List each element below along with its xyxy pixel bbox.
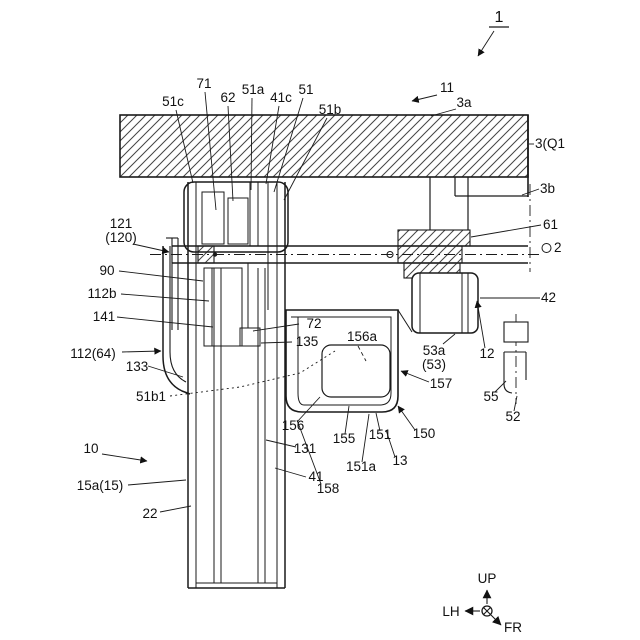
ref-label-51c: 51c	[162, 94, 184, 109]
ref-label-158: 158	[317, 481, 340, 496]
ceiling-beam	[119, 114, 529, 230]
orientation-compass: UP LH FR	[442, 571, 522, 635]
ref-label-121: 121	[110, 216, 133, 231]
ref-label-42: 42	[541, 290, 556, 305]
ref-label-141: 141	[93, 309, 116, 324]
centerlines	[150, 184, 542, 404]
leader-12	[474, 300, 486, 349]
beam-hatched-section	[119, 114, 529, 178]
ref-label-133: 133	[126, 359, 149, 374]
leader-1	[477, 30, 495, 57]
reference-labels: 1 51c 71 62 51a 41c 51 51b 11 3a 3(Q1 3b…	[70, 9, 565, 521]
compass-up-label: UP	[478, 571, 497, 586]
ref-label-72: 72	[306, 316, 321, 331]
support-rod	[171, 229, 528, 279]
ref-label-112b: 112b	[87, 286, 116, 301]
vertical-post	[187, 182, 286, 589]
ref-label-3b: 3b	[540, 181, 555, 196]
ref-label-10: 10	[83, 441, 98, 456]
ref-label-3-q1: 3(Q1	[535, 136, 565, 151]
ref-label-62: 62	[220, 90, 235, 105]
leader-10	[101, 453, 148, 464]
leader-156a-dashed	[357, 345, 367, 362]
hatched-block-61	[397, 229, 471, 247]
ref-label-11: 11	[440, 80, 454, 95]
ref-label-13: 13	[392, 453, 407, 468]
ref-label-51b: 51b	[319, 102, 342, 117]
inner-cavity-156a	[321, 344, 391, 398]
ref-label-156a: 156a	[347, 329, 378, 344]
ref-label-155: 155	[333, 431, 356, 446]
ref-label-1: 1	[495, 9, 504, 26]
ref-label-2: 2	[554, 240, 562, 255]
right-bracket	[503, 321, 529, 394]
ref-label-120: (120)	[105, 230, 137, 245]
inner-mechanism	[203, 263, 261, 347]
housing-box	[285, 309, 413, 413]
ref-label-151a: 151a	[346, 459, 377, 474]
leader-121	[132, 243, 170, 255]
ref-label-157: 157	[430, 376, 453, 391]
ref-label-53a: 53a	[423, 343, 446, 358]
ref-label-90: 90	[99, 263, 114, 278]
leader-157	[400, 370, 430, 383]
left-clip-bracket	[162, 237, 191, 395]
ref-label-151: 151	[369, 427, 392, 442]
roller-unit	[411, 272, 479, 334]
datum-circle-2	[541, 243, 552, 253]
ref-label-150: 150	[413, 426, 436, 441]
fr-axis-arrow	[490, 614, 502, 626]
leader-11	[411, 94, 438, 103]
ref-label-3a: 3a	[456, 95, 472, 110]
ref-label-53: (53)	[422, 357, 446, 372]
ref-label-41c: 41c	[270, 90, 292, 105]
ref-label-12: 12	[479, 346, 494, 361]
leader-150	[397, 405, 416, 431]
ref-label-51b1: 51b1	[136, 389, 166, 404]
ref-label-131: 131	[294, 441, 317, 456]
ref-label-51a: 51a	[242, 82, 265, 97]
ref-label-135: 135	[296, 334, 319, 349]
ref-label-52: 52	[505, 409, 520, 424]
ref-label-55: 55	[483, 389, 498, 404]
ref-label-41: 41	[308, 469, 323, 484]
part-135-block	[239, 327, 261, 347]
ref-label-112-64: 112(64)	[70, 346, 116, 361]
compass-fr-label: FR	[504, 620, 522, 635]
ref-label-22: 22	[142, 506, 157, 521]
leader-51b1-dotted	[169, 350, 336, 397]
top-bracket	[183, 181, 289, 310]
leader-112-64	[121, 347, 162, 355]
ref-label-51: 51	[298, 82, 313, 97]
ref-label-61: 61	[543, 217, 558, 232]
compass-lh-label: LH	[442, 604, 459, 619]
leader-lines	[101, 26, 542, 513]
ref-label-71: 71	[196, 76, 211, 91]
ref-label-156: 156	[282, 418, 305, 433]
ref-label-15a-15: 15a(15)	[77, 478, 124, 493]
